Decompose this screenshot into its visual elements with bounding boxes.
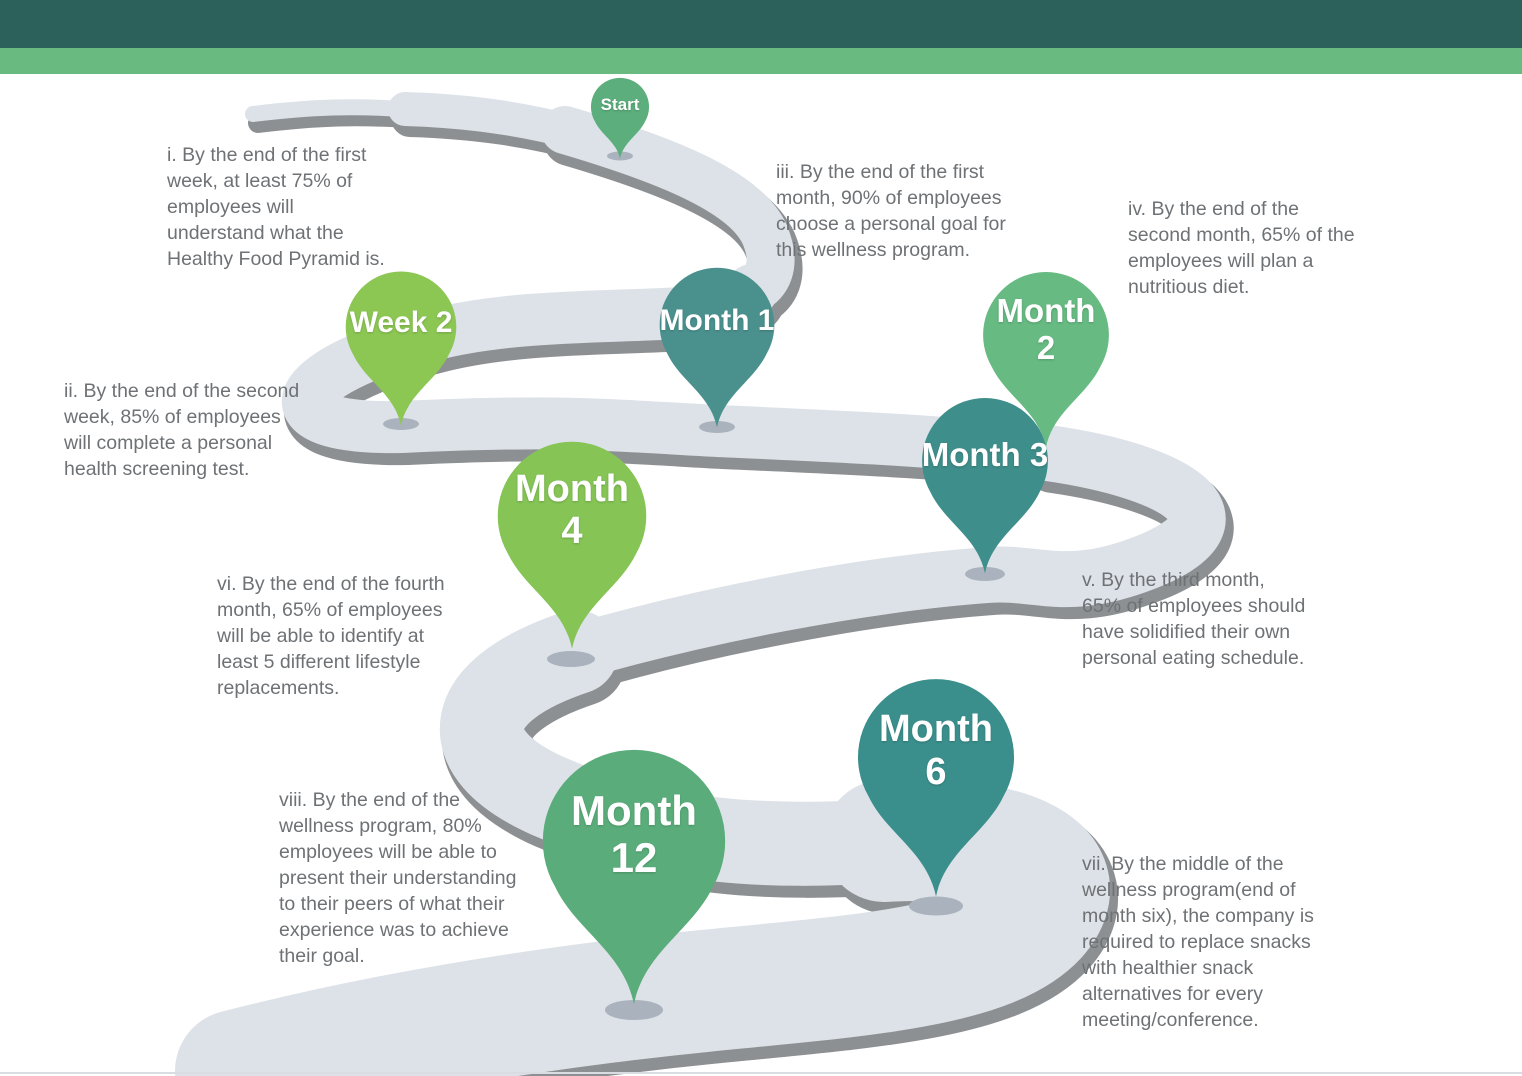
note-v: v. By the third month, 65% of employees … <box>1082 569 1306 669</box>
note-iv: iv. By the end of the second month, 65% … <box>1128 198 1355 298</box>
pin-label-line: Month <box>571 786 697 834</box>
header-bar-light <box>0 48 1522 74</box>
milestone-pin-month-2: Month 2 <box>979 268 1113 450</box>
pin-label-line: 12 <box>610 833 658 881</box>
note-vi: vi. By the end of the fourth month, 65% … <box>217 573 445 699</box>
pin-label: Month 3 <box>918 394 1052 518</box>
pin-shape <box>345 271 457 426</box>
note-i: i. By the end of the first week, at leas… <box>167 144 385 270</box>
milestone-pin-month-3: Month 3 <box>918 394 1052 576</box>
pin-shape <box>857 679 1015 897</box>
milestone-pin-week-2: Week 2 <box>342 268 460 428</box>
milestone-pin-month-4: Month 4 <box>493 437 651 652</box>
bottom-edge-rule <box>0 1072 1522 1074</box>
pin-shape <box>922 398 1048 574</box>
milestone-pin-month-6: Month 6 <box>853 674 1019 900</box>
pin-shape <box>542 749 726 1005</box>
header-bar-dark <box>0 0 1522 48</box>
pin-label-line: 4 <box>561 510 583 553</box>
note-vii: vii. By the middle of the wellness progr… <box>1082 853 1314 1031</box>
pin-label-line: Month <box>515 467 629 510</box>
pin-label-line: Month 1 <box>659 303 775 337</box>
pin-label-line: 2 <box>1036 328 1056 366</box>
pin-label: Start <box>589 76 651 133</box>
pin-shape <box>497 441 647 649</box>
pin-label: Month 1 <box>656 264 778 377</box>
pin-label-line: Month <box>996 291 1096 329</box>
note-iii: iii. By the end of the first month, 90% … <box>776 161 1006 261</box>
pin-shape <box>590 77 650 159</box>
milestone-pin-start: Start <box>589 76 651 160</box>
pin-label: Month 6 <box>853 674 1019 828</box>
pin-label-line: Month 3 <box>921 436 1049 474</box>
pin-label-line: Week 2 <box>349 305 453 339</box>
pin-label: Month 2 <box>979 268 1113 392</box>
pin-label-line: Start <box>600 95 640 115</box>
pin-label: Month 4 <box>493 437 651 583</box>
pin-shape <box>659 267 775 428</box>
pin-shape <box>983 272 1109 448</box>
milestone-pin-month-12: Month 12 <box>537 744 731 1008</box>
note-ii: ii. By the end of the second week, 85% o… <box>64 380 300 480</box>
pin-label-line: 6 <box>925 750 947 793</box>
pin-label-line: Month <box>879 708 993 751</box>
milestone-pin-month-1: Month 1 <box>656 264 778 430</box>
pin-label: Week 2 <box>342 268 460 377</box>
pin-label: Month 12 <box>537 744 731 924</box>
note-viii: viii. By the end of the wellness program… <box>279 789 517 967</box>
